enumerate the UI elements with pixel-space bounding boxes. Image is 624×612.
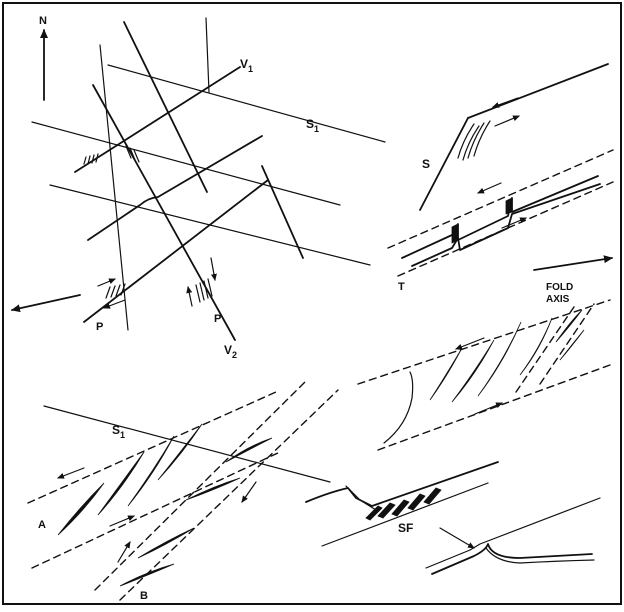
vein-network-panel: V1 S1 V2 P P [12, 18, 385, 360]
shear-fold-panel: SF [306, 462, 600, 574]
v2-vein-right [262, 166, 303, 258]
s-shear-arrow-upper [493, 98, 518, 107]
zone-b-right-boundary [120, 390, 338, 600]
fold-axis-indicator: FOLD AXIS [534, 258, 612, 305]
right-zone-gash-3 [478, 322, 521, 396]
shear-zone-s-t-panel: S T [388, 64, 613, 293]
p-label-left: P [96, 321, 103, 333]
sf-layer-lower [322, 483, 488, 546]
sf-layer-upper-1 [306, 462, 498, 506]
b-label: B [140, 590, 148, 602]
v1-label: V1 [240, 57, 253, 74]
zone-b-shear-arrow-right [242, 482, 256, 502]
sf-pointer-arrow [440, 528, 474, 548]
sf-label: SF [398, 521, 413, 535]
north-arrow: N [39, 15, 47, 100]
t-shear-arrow-upper [478, 183, 501, 193]
zone-a-gash-1 [58, 483, 104, 535]
s-zone-main-line [468, 64, 608, 118]
fold-axis-label-line1: FOLD [546, 282, 573, 293]
right-zone-lower-boundary [378, 365, 610, 450]
v2-vein-main [93, 85, 235, 340]
shear-arrow-p-left-upper [98, 279, 115, 286]
zone-a-gash-3 [128, 436, 174, 506]
zone-b-gash-3 [138, 528, 194, 558]
shear-arrow-p-right-left [188, 287, 192, 306]
north-label: N [39, 15, 47, 27]
a-label: A [38, 519, 46, 531]
right-zone-gash-6 [560, 330, 584, 360]
conjugate-en-echelon-panel: S1 A B [28, 382, 338, 602]
right-zone-inner-dash-2 [540, 304, 594, 384]
t-shear-arrow-lower [502, 218, 526, 228]
zone-a-upper-boundary [28, 392, 276, 503]
v1-vein-lower [84, 180, 268, 322]
right-zone-sigmoid-vein [384, 372, 413, 443]
zone-a-shear-arrow-upper [58, 468, 84, 478]
west-extension-arrow [12, 295, 80, 310]
zone-b-shear-arrow-left [118, 542, 130, 562]
zone-a-shear-arrow-lower [110, 516, 134, 526]
fold-axis-label-line2: AXIS [546, 294, 570, 305]
en-echelon-shear-zone-right [358, 300, 610, 450]
s1-label-bottom: S1 [112, 423, 125, 440]
steep-joint-2 [206, 18, 209, 92]
s1-label-top: S1 [306, 117, 319, 134]
right-zone-shear-arrow-upper [456, 338, 484, 349]
s-label: S [422, 157, 430, 171]
t-fault-trace-lower [412, 184, 600, 266]
shear-arrow-p-right-right [211, 258, 215, 280]
p-label-right: P [214, 313, 221, 325]
fold-axis-arrow [534, 258, 612, 270]
en-echelon-ticks-p-right [196, 279, 212, 302]
zone-b-gash-4 [120, 564, 174, 586]
v2-vein-secondary [124, 22, 207, 192]
right-zone-gash-1 [430, 348, 462, 400]
figure-border [3, 3, 621, 604]
t-vein-fill-right [506, 198, 512, 214]
t-label: T [398, 281, 405, 293]
en-echelon-ticks-p-left [106, 284, 125, 298]
sf-fold-hinge-outer [432, 544, 592, 574]
s1-trace-1 [108, 65, 385, 142]
zone-b-left-boundary [95, 382, 305, 590]
right-zone-gash-2 [452, 340, 494, 402]
zone-a-lower-boundary [32, 452, 280, 568]
right-zone-upper-boundary [358, 300, 610, 384]
v2-label: V2 [224, 343, 237, 360]
right-zone-inner-dash-1 [516, 304, 576, 392]
t-vein-fill-left [452, 224, 458, 243]
zone-b-gash-2 [186, 478, 240, 500]
s-shear-arrow-lower [495, 116, 519, 126]
right-zone-shear-arrow-lower [475, 403, 502, 414]
